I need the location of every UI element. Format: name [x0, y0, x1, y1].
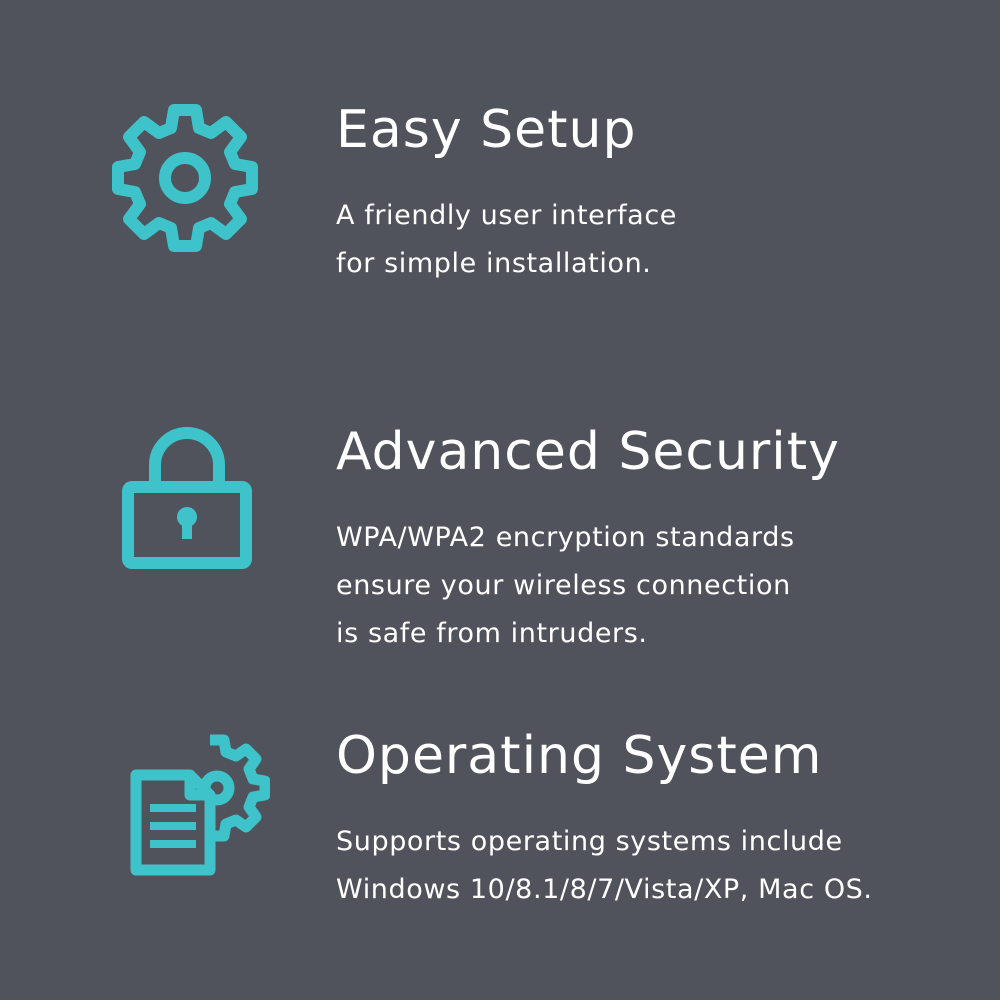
description-line: A friendly user interface: [336, 200, 677, 231]
feature-description: A friendly user interface for simple ins…: [336, 192, 677, 288]
lock-icon: [100, 415, 270, 585]
feature-title: Operating System: [336, 726, 823, 786]
feature-description: WPA/WPA2 encryption standards ensure you…: [336, 514, 795, 658]
description-line: ensure your wireless connection: [336, 570, 791, 601]
description-line: WPA/WPA2 encryption standards: [336, 522, 795, 553]
feature-title: Easy Setup: [336, 100, 637, 160]
description-line: Windows 10/8.1/8/7/Vista/XP, Mac OS.: [336, 874, 873, 905]
description-line: is safe from intruders.: [336, 618, 648, 649]
description-line: Supports operating systems include: [336, 826, 843, 857]
feature-title: Advanced Security: [336, 422, 840, 482]
document-gear-icon: [100, 720, 270, 890]
description-line: for simple installation.: [336, 248, 652, 279]
feature-description: Supports operating systems include Windo…: [336, 818, 873, 914]
gear-icon: [100, 90, 270, 260]
